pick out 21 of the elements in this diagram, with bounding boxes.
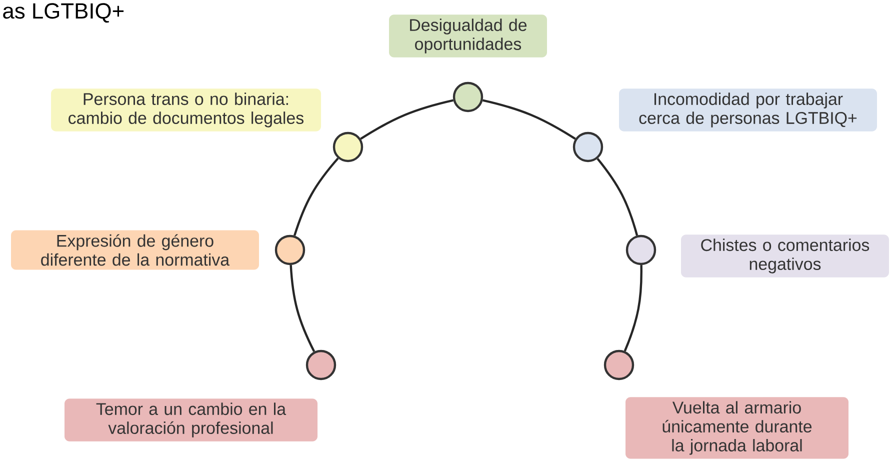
arc-line <box>624 265 642 352</box>
label-box: Expresión de género diferente de la normativa <box>11 230 259 270</box>
label-box: Chistes o comentarios negativos <box>681 234 889 278</box>
circle-marker <box>604 350 634 380</box>
circle-marker <box>306 350 336 380</box>
circle-marker <box>332 132 364 162</box>
title: as LGTBIQ+ <box>3 3 124 23</box>
circle-marker <box>626 234 656 266</box>
circle-marker <box>572 132 604 162</box>
label-box: Temor a un cambio en la valoración profesional <box>64 398 318 442</box>
label-box: Persona trans o no binaria: cambio de documentos legales <box>51 88 321 132</box>
circle-marker <box>452 82 484 112</box>
arc-line <box>293 158 339 236</box>
arc-line <box>482 99 576 140</box>
arc-line <box>290 265 316 352</box>
arc-line <box>596 158 638 236</box>
label-box: Incomodidad por trabajar cerca de personas LGTBIQ+ <box>619 88 877 132</box>
label-box: Desigualdad de oportunidades <box>389 14 547 58</box>
label-box: Vuelta al armario únicamente durante la jornada laboral <box>626 397 848 459</box>
circle-marker <box>274 234 306 266</box>
arc-line <box>360 99 454 140</box>
